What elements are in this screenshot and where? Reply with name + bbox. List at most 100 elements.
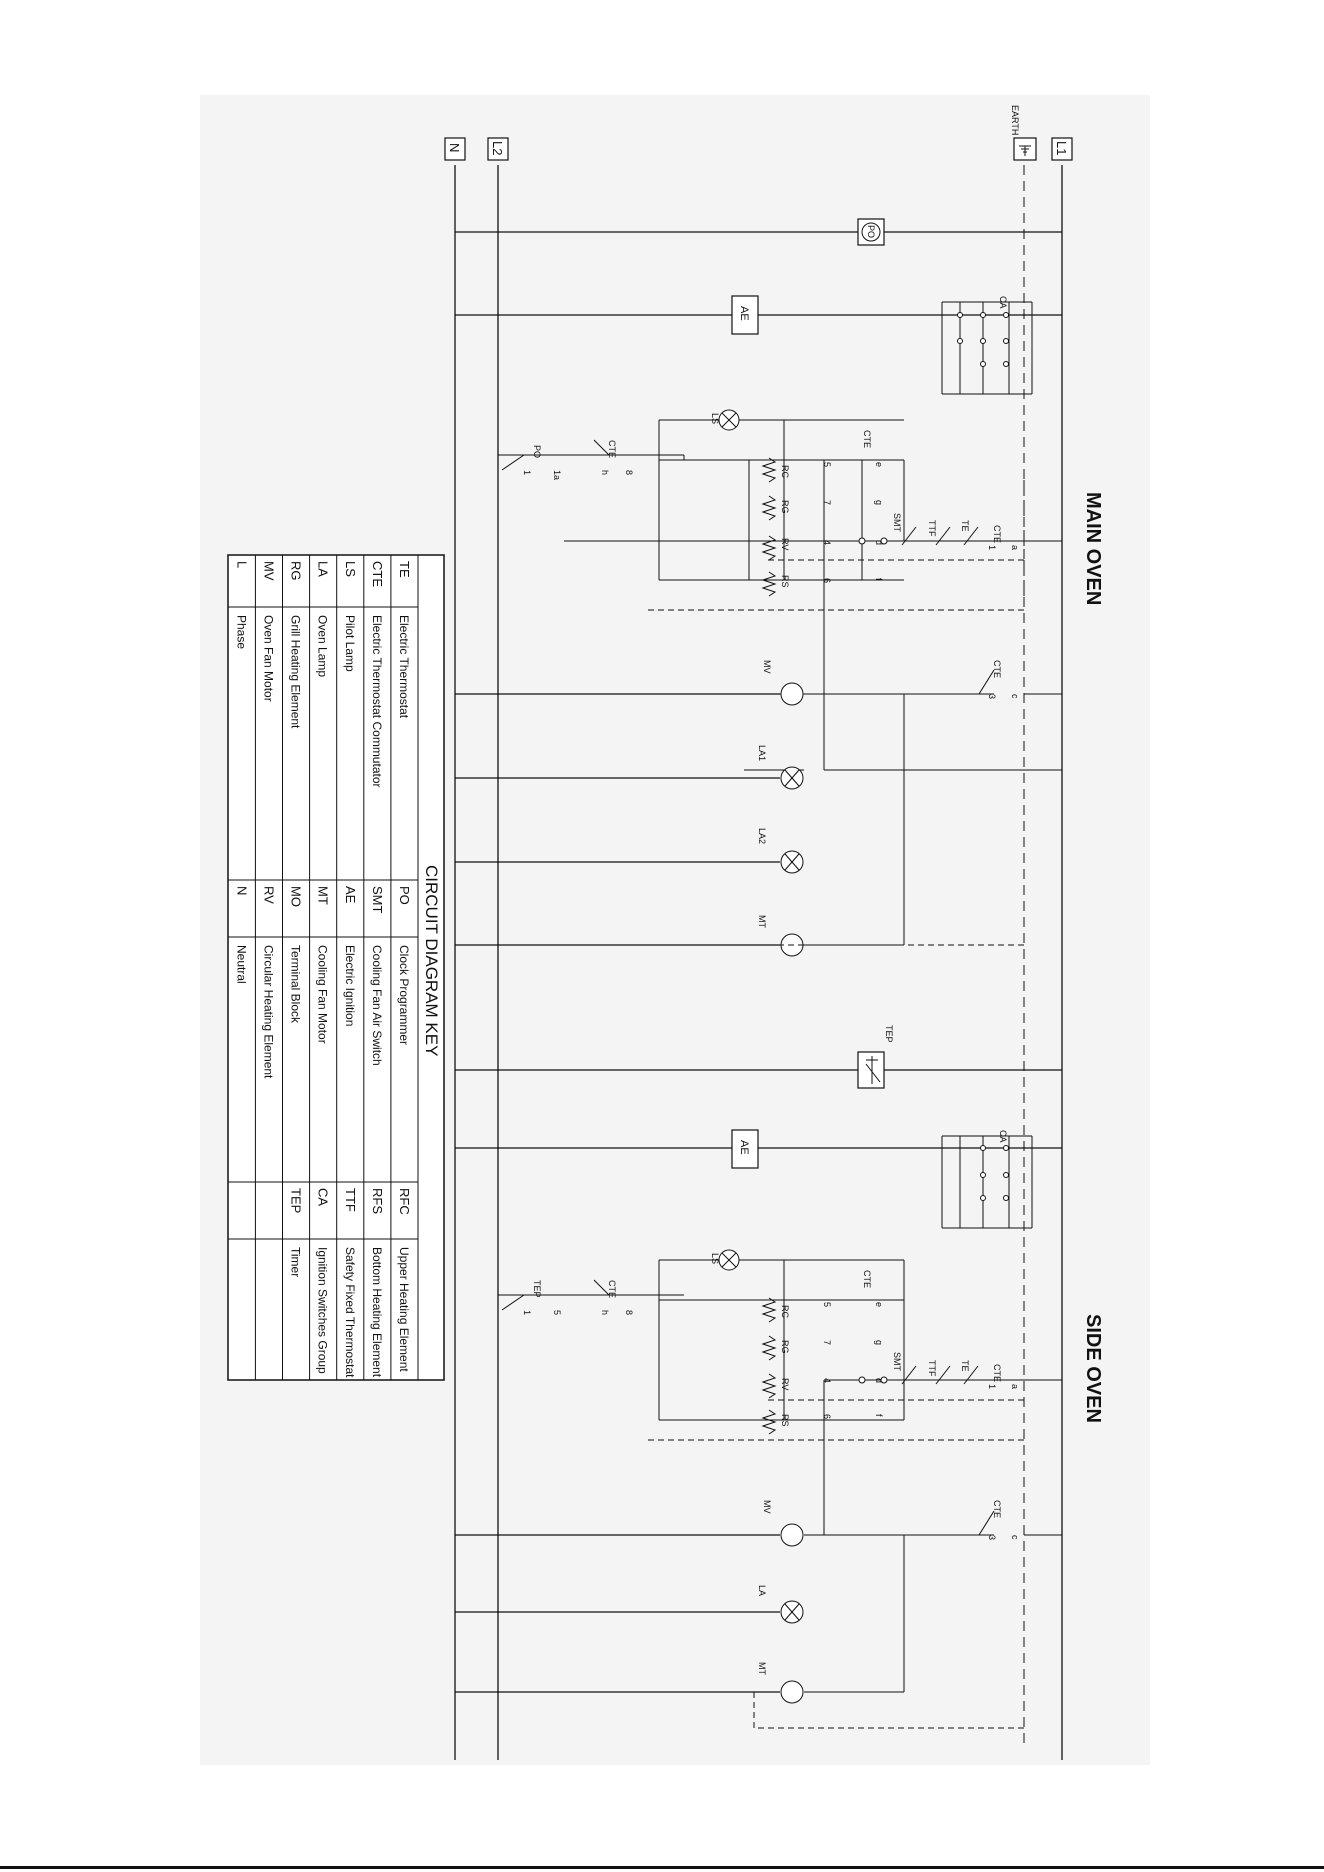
contact-7-main: 7 bbox=[822, 500, 832, 505]
key-description: Safety Fixed Thermostat bbox=[343, 1247, 357, 1378]
key-code: LS bbox=[343, 561, 358, 577]
contact-c-side: c bbox=[1010, 1535, 1020, 1540]
key-code: RFC bbox=[397, 1188, 412, 1215]
label-mt-side: MT bbox=[757, 1662, 767, 1675]
key-description: Upper Heating Element bbox=[397, 1247, 411, 1372]
contact-4-main: 4 bbox=[822, 540, 832, 545]
label-l2: L2 bbox=[490, 141, 505, 155]
label-ca-side: CA bbox=[998, 1130, 1008, 1143]
label-rv-main: RV bbox=[780, 538, 790, 550]
key-description: Oven Fan Motor bbox=[262, 615, 276, 702]
key-description: Electric Thermostat Commutator bbox=[370, 615, 384, 788]
key-description: Bottom Heating Element bbox=[370, 1247, 384, 1378]
label-smt-side: SMT bbox=[892, 1352, 902, 1372]
contact-5b-side: 5 bbox=[552, 1310, 562, 1315]
contact-d-side: d bbox=[874, 1378, 884, 1383]
label-cte-side-c: CTE bbox=[992, 1500, 1002, 1518]
loads-side bbox=[455, 1510, 1062, 1729]
label-ae-side: AE bbox=[738, 1140, 750, 1155]
heating-side bbox=[498, 1249, 1062, 1535]
key-description: Circular Heating Element bbox=[262, 945, 276, 1079]
key-description: Cooling Fan Motor bbox=[316, 945, 330, 1044]
label-rg-side: RG bbox=[780, 1340, 790, 1354]
labels-main-heating: CTE TE TTF SMT LS RC RG RV RS CTE CTE PO… bbox=[522, 413, 1020, 588]
label-po: PO bbox=[866, 225, 876, 238]
switch-chain-main bbox=[744, 526, 1062, 771]
contact-5-side: 5 bbox=[822, 1302, 832, 1307]
key-description: Clock Programmer bbox=[397, 945, 411, 1045]
label-earth: EARTH bbox=[1010, 105, 1020, 135]
key-description: Terminal Block bbox=[289, 945, 303, 1024]
key-code: SMT bbox=[370, 886, 385, 914]
key-code: MT bbox=[316, 886, 331, 905]
key-description: Electric Ignition bbox=[343, 945, 357, 1026]
contact-1a-main: 1a bbox=[552, 470, 562, 480]
contact-3-main: 3 bbox=[987, 694, 997, 699]
label-te-side: TE bbox=[960, 1360, 970, 1372]
contact-1b-side: 1 bbox=[522, 1310, 532, 1315]
key-description: Oven Lamp bbox=[316, 615, 330, 677]
label-te-main: TE bbox=[960, 520, 970, 532]
key-code: TTF bbox=[343, 1188, 358, 1212]
contact-a-side: a bbox=[1010, 1384, 1020, 1389]
bus-lines bbox=[454, 165, 1063, 1760]
key-code: RG bbox=[289, 561, 304, 581]
key-code: PO bbox=[397, 886, 412, 905]
bus-labels: L1 EARTH L2 N bbox=[444, 105, 1073, 161]
ignition-side bbox=[455, 1129, 1062, 1229]
labels-side-heating: CTE TE TTF SMT LS RC RG RV RS CTE CTE TE… bbox=[522, 1253, 1020, 1427]
rung-tep bbox=[455, 1051, 1062, 1089]
page-bottom-edge bbox=[0, 1866, 1324, 1869]
contact-e-main: e bbox=[874, 462, 884, 467]
key-code: CA bbox=[316, 1188, 331, 1206]
label-ca-main: CA bbox=[998, 296, 1008, 309]
label-l1: L1 bbox=[1054, 141, 1069, 155]
key-code: LA bbox=[316, 561, 331, 577]
contact-7-side: 7 bbox=[822, 1340, 832, 1345]
contact-5-main: 5 bbox=[822, 462, 832, 467]
contact-g-main: g bbox=[874, 500, 884, 505]
key-description: Timer bbox=[289, 1247, 303, 1277]
loads-main bbox=[455, 669, 1062, 957]
contact-f-main: f bbox=[874, 578, 884, 581]
label-n: N bbox=[447, 143, 462, 152]
label-smt-main: SMT bbox=[892, 513, 902, 533]
label-tep-timer: TEP bbox=[884, 1025, 894, 1043]
key-code: L bbox=[234, 561, 249, 568]
label-rs-main: RS bbox=[780, 575, 790, 588]
label-la2: LA2 bbox=[757, 828, 767, 844]
contact-1-main: 1 bbox=[987, 545, 997, 550]
label-la1: LA1 bbox=[757, 745, 767, 761]
label-ttf-main: TTF bbox=[927, 520, 937, 537]
label-po-contact: PO bbox=[532, 445, 542, 458]
contact-h-side: h bbox=[600, 1310, 610, 1315]
label-rs-side: RS bbox=[780, 1414, 790, 1427]
contact-a-main: a bbox=[1010, 545, 1020, 550]
contact-8-side: 8 bbox=[624, 1310, 634, 1315]
key-code: RFS bbox=[370, 1188, 385, 1214]
label-rg-main: RG bbox=[780, 500, 790, 514]
label-cte-main-1: CTE bbox=[992, 525, 1002, 543]
labels-main-loads: MV LA1 LA2 MT CTE c 3 bbox=[757, 660, 1020, 928]
rung-po bbox=[455, 218, 1062, 246]
contact-d-main: d bbox=[874, 540, 884, 545]
contact-h-main: h bbox=[600, 470, 610, 475]
contact-c-main: c bbox=[1010, 694, 1020, 699]
contact-6-side: 6 bbox=[822, 1414, 832, 1419]
key-description: Neutral bbox=[234, 945, 248, 984]
label-cte-side-3: CTE bbox=[607, 1280, 617, 1298]
label-cte-side-2: CTE bbox=[862, 1270, 872, 1288]
title-side-oven: SIDE OVEN bbox=[1082, 1314, 1104, 1423]
key-description: Phase bbox=[234, 615, 248, 649]
label-cte-side-1: CTE bbox=[992, 1364, 1002, 1382]
key-description: Grill Heating Element bbox=[289, 615, 303, 729]
key-code: TEP bbox=[289, 1188, 304, 1213]
label-rc-main: RC bbox=[780, 465, 790, 478]
key-description: Ignition Switches Group bbox=[316, 1247, 330, 1374]
label-cte-main-2: CTE bbox=[862, 430, 872, 448]
